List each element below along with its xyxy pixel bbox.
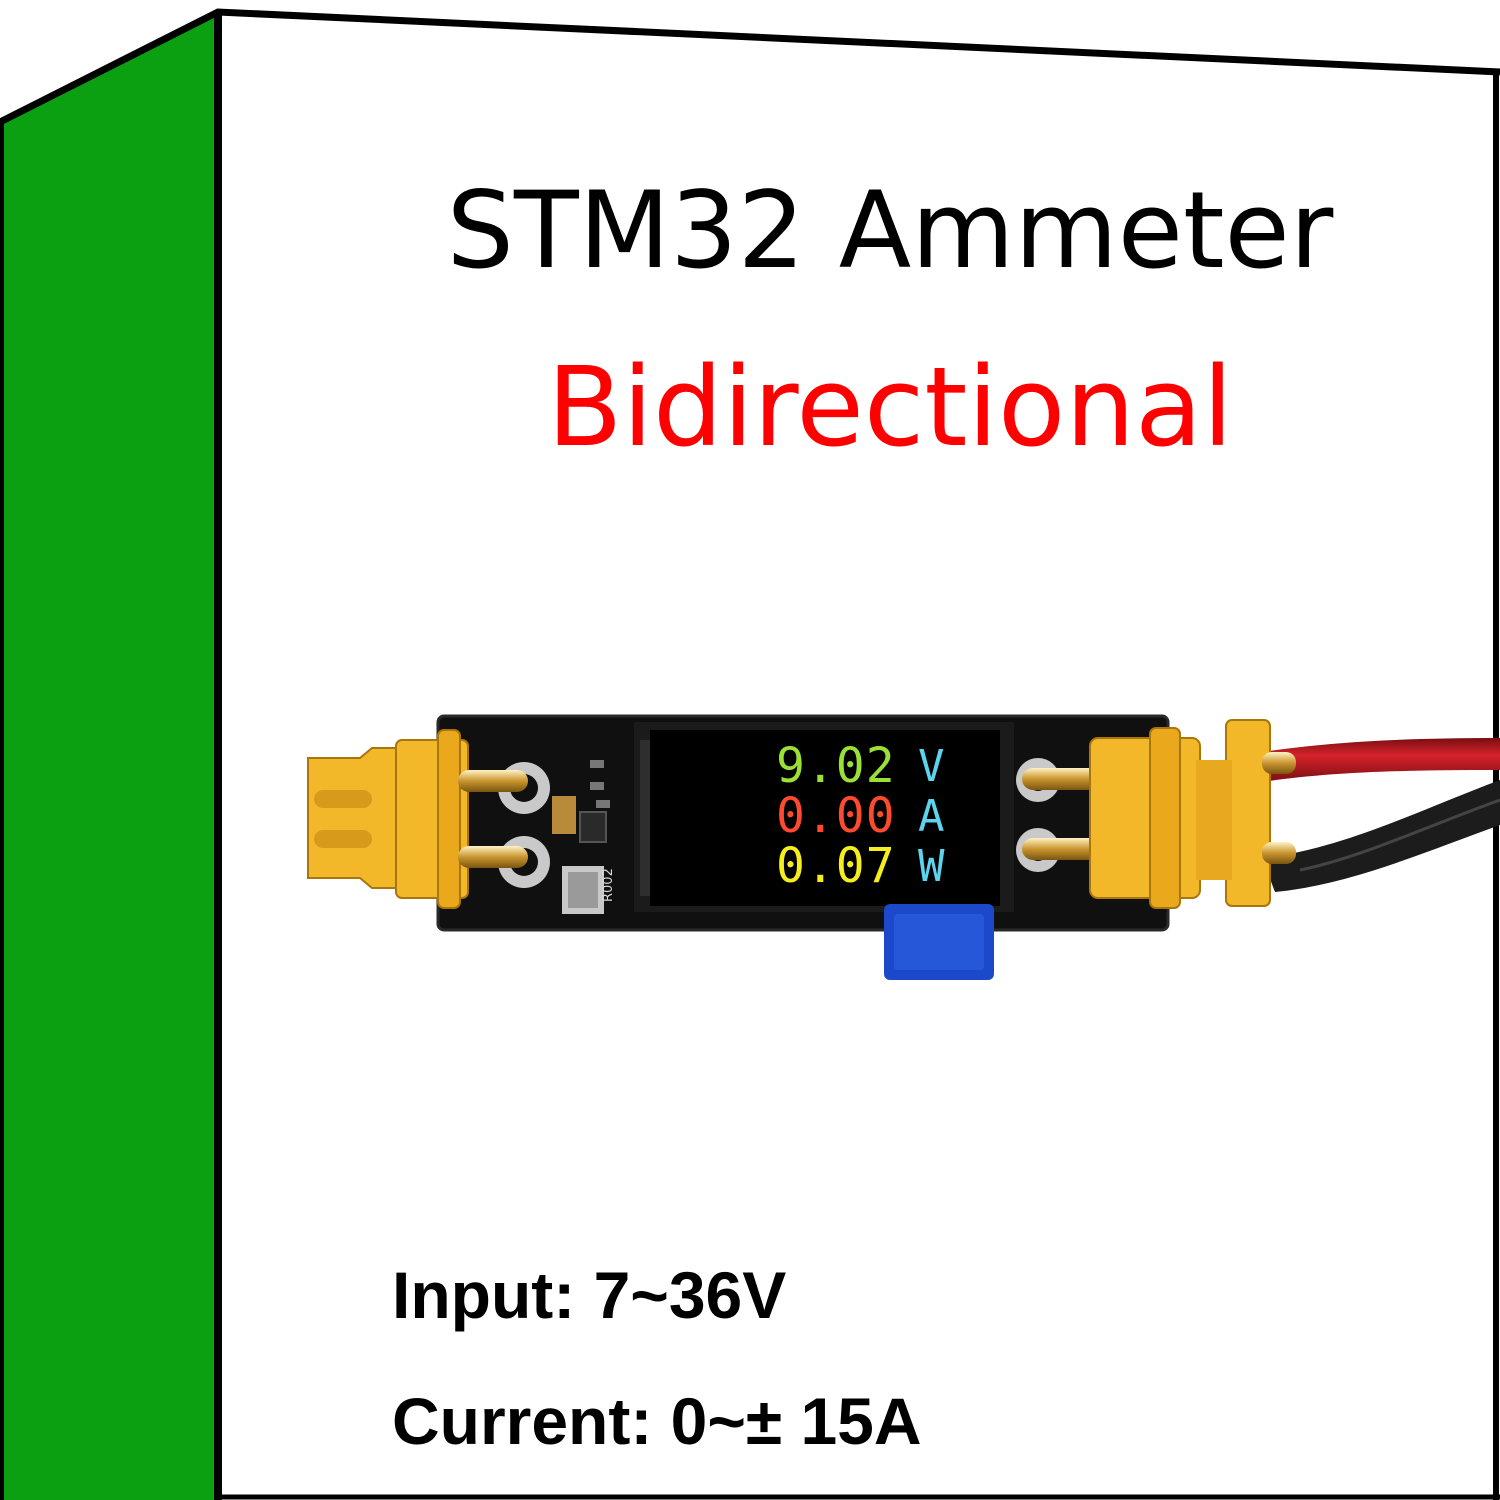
lcd-voltage-value: 9.02: [776, 738, 896, 794]
page-title: STM32 Ammeter: [446, 169, 1334, 292]
lcd-power-value: 0.07: [776, 838, 896, 894]
lcd-voltage-unit: V: [918, 741, 945, 792]
black-wire: [1262, 780, 1500, 892]
silkscreen-label: R002: [601, 868, 616, 902]
box-outline: [0, 8, 1500, 126]
lcd-screen: [634, 722, 1014, 912]
red-wire: [1262, 738, 1500, 782]
green-side-panel: [0, 12, 218, 1500]
spec-current: Current: 0~± 15A: [392, 1384, 922, 1458]
page-subtitle: Bidirectional: [546, 343, 1234, 471]
spec-input: Input: 7~36V: [392, 1258, 787, 1332]
xt30-connector-right: [1022, 719, 1296, 909]
lcd-power-unit: W: [918, 841, 945, 892]
lcd-current-unit: A: [918, 791, 945, 842]
push-button: [884, 904, 994, 980]
lcd-current-value: 0.00: [776, 788, 896, 844]
xt30-connector-left: [307, 729, 528, 909]
ammeter-device: R002: [307, 714, 1500, 980]
